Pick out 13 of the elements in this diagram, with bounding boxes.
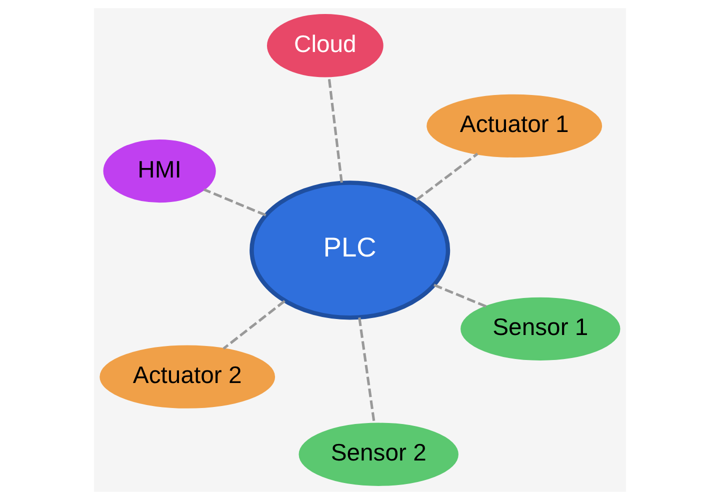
node-ellipse: Sensor 1 bbox=[460, 297, 620, 360]
node-ellipse: Actuator 1 bbox=[426, 94, 602, 158]
node-ellipse: Actuator 2 bbox=[100, 345, 276, 408]
node-ellipse: Cloud bbox=[266, 14, 384, 78]
connector bbox=[434, 284, 487, 308]
connector bbox=[328, 76, 343, 183]
connector bbox=[204, 188, 266, 216]
connector bbox=[222, 300, 286, 350]
node-ellipse: HMI bbox=[103, 139, 216, 203]
node-ellipse: PLC bbox=[250, 180, 450, 320]
connector bbox=[358, 317, 376, 424]
connector bbox=[416, 152, 478, 202]
node-ellipse: Sensor 2 bbox=[298, 422, 458, 486]
